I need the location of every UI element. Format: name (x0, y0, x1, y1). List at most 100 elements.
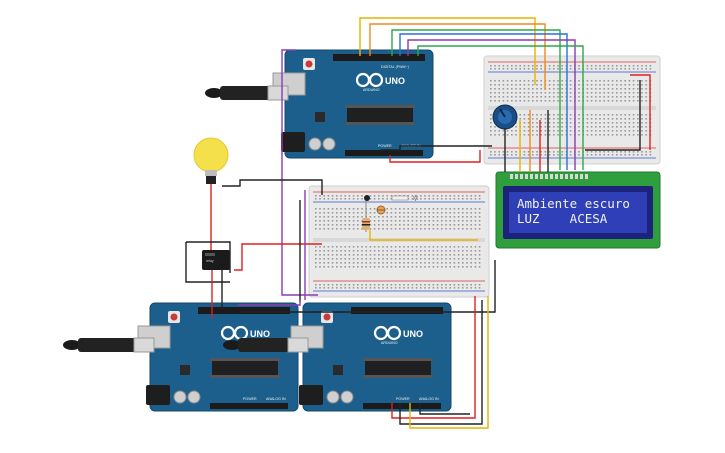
arduino-bottom-left[interactable]: UNO ARDUINO POWER ANALOG IN (136, 301, 300, 413)
usb-cable-bottom-left[interactable] (63, 337, 155, 353)
breadboard-hole (569, 84, 572, 86)
breadboard-hole (645, 96, 647, 98)
wire-green2-top[interactable] (417, 45, 584, 170)
breadboard-hole (327, 250, 330, 252)
breadboard-hole (540, 84, 542, 86)
middle-breadboard[interactable] (308, 185, 490, 298)
breadboard-hole (386, 258, 388, 260)
breadboard-hole (415, 228, 418, 230)
breadboard-hole (399, 262, 401, 264)
photoresistor[interactable] (376, 205, 386, 215)
breadboard-hole (436, 250, 439, 252)
breadboard-hole (428, 250, 430, 252)
breadboard-hole (407, 250, 409, 252)
breadboard-hole (569, 151, 572, 153)
breadboard-hole (348, 250, 351, 252)
breadboard-hole (628, 88, 631, 90)
breadboard-hole (327, 198, 330, 200)
breadboard-hole (632, 130, 635, 132)
breadboard-hole (399, 208, 401, 210)
breadboard-hole (470, 250, 472, 252)
breadboard-hole (557, 84, 559, 86)
arduino-top[interactable]: UNO ARDUINO DIGITAL (PWM~) POWER ANALOG … (271, 48, 435, 160)
breadboard-hole (637, 126, 639, 128)
breadboard-hole (415, 198, 418, 200)
breadboard-hole (453, 220, 456, 222)
breadboard-hole (390, 266, 393, 268)
breadboard-hole (603, 96, 605, 98)
arduino-bottom-right[interactable]: UNO ARDUINO POWER ANALOG IN (289, 301, 453, 413)
breadboard-hole (637, 100, 639, 102)
breadboard-hole (327, 284, 330, 286)
breadboard-hole (586, 88, 589, 90)
breadboard-hole (386, 228, 388, 230)
breadboard-hole (331, 212, 334, 214)
wire-purple-top[interactable] (407, 39, 576, 170)
wire-green-top[interactable] (391, 29, 561, 170)
breadboard-hole (611, 130, 614, 132)
wire-blue-top[interactable] (399, 33, 568, 170)
breadboard-hole (553, 134, 555, 136)
breadboard-hole (466, 246, 468, 248)
light-bulb[interactable] (193, 137, 229, 184)
wire-orange-top[interactable] (369, 23, 546, 90)
breadboard-hole (336, 198, 338, 200)
usb-cable-bottom-right[interactable] (223, 337, 309, 353)
breadboard-hole (457, 284, 460, 286)
breadboard-hole (462, 198, 464, 200)
breadboard-hole (361, 216, 363, 218)
resistor[interactable] (362, 200, 370, 232)
breadboard-hole (348, 284, 351, 286)
breadboard-hole (323, 198, 325, 200)
breadboard-hole (523, 84, 526, 86)
breadboard-hole (569, 96, 572, 98)
breadboard-hole (399, 266, 401, 268)
breadboard-hole (590, 134, 593, 136)
breadboard-hole (478, 198, 481, 200)
breadboard-hole (490, 154, 492, 156)
breadboard-hole (649, 154, 652, 156)
breadboard-hole (441, 208, 443, 210)
breadboard-hole (557, 80, 559, 82)
breadboard-hole (336, 195, 338, 197)
breadboard-hole (403, 254, 405, 256)
breadboard-hole (340, 250, 342, 252)
breadboard-hole (403, 250, 405, 252)
push-button-light[interactable]: ✲ (364, 194, 419, 203)
breadboard-hole (511, 88, 513, 90)
lcd-display[interactable]: Ambiente escuro LUZ ACESA (495, 171, 661, 249)
wire-yellow-top[interactable] (359, 17, 536, 85)
breadboard-hole (494, 130, 496, 132)
breadboard-hole (595, 88, 597, 90)
breadboard-hole (361, 254, 363, 256)
breadboard-hole (628, 65, 631, 67)
breadboard-hole (603, 122, 605, 124)
breadboard-hole (344, 228, 346, 230)
breadboard-hole (436, 254, 439, 256)
breadboard-hole (498, 84, 500, 86)
breadboard-hole (428, 254, 430, 256)
breadboard-hole (519, 84, 521, 86)
potentiometer[interactable] (492, 104, 518, 130)
breadboard-hole (478, 262, 481, 264)
breadboard-hole (357, 266, 359, 268)
breadboard-hole (532, 154, 534, 156)
breadboard-hole (407, 284, 409, 286)
breadboard-hole (462, 266, 464, 268)
breadboard-hole (315, 284, 317, 286)
breadboard-hole (352, 284, 355, 286)
breadboard-hole (407, 228, 409, 230)
breadboard-hole (536, 92, 538, 94)
breadboard-hole (532, 151, 534, 153)
breadboard-hole (548, 84, 551, 86)
breadboard-hole (411, 250, 414, 252)
relay-module[interactable]: relay (202, 250, 230, 270)
breadboard-hole (445, 208, 447, 210)
usb-cable-top[interactable] (205, 85, 289, 101)
breadboard-hole (641, 154, 643, 156)
breadboard-hole (399, 250, 401, 252)
breadboard-hole (319, 246, 321, 248)
breadboard-hole (569, 65, 572, 67)
breadboard-hole (498, 80, 500, 82)
breadboard-hole (336, 250, 338, 252)
